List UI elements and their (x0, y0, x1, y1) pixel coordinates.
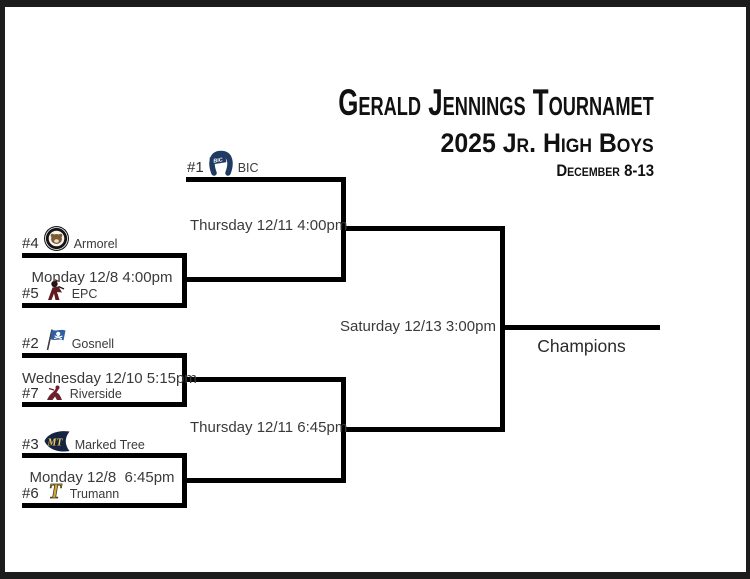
seed-label: #5 (22, 285, 39, 302)
team-name: Marked Tree (74, 437, 145, 452)
semifinal1-time: Thursday 12/11 4:00pm (190, 217, 348, 234)
champion-label: Champions (537, 336, 626, 356)
semifinal2-winner-line (341, 427, 505, 432)
seed-label: #1 (187, 159, 204, 176)
game3-time: Monday 12/8 6:45pm (29, 469, 175, 486)
team-name: Riverside (69, 386, 122, 401)
trumann-seed-line (22, 503, 187, 508)
riverside-seed-line (22, 402, 187, 407)
team-name: Trumann (69, 486, 120, 501)
seed-label: #3 (22, 436, 39, 453)
tournament-dates: December 8-13 (556, 161, 654, 181)
champion-line (500, 325, 660, 330)
bic-seed-line (186, 177, 346, 182)
epc-seed-line (22, 303, 187, 308)
team-armorel: #4 Armorel (22, 225, 117, 252)
gosnell-seed-line (22, 353, 187, 358)
tournament-header: Gerald Jennings Tournamet 2025 Jr. High … (203, 82, 654, 181)
svg-text:T: T (48, 479, 62, 502)
team-bic: #1 BIC BIC (187, 147, 259, 176)
semifinal2-time: Thursday 12/11 6:45pm (190, 419, 348, 436)
game1-time: Monday 12/8 4:00pm (31, 269, 173, 286)
marked-tree-seed-line (22, 453, 187, 458)
riverside-rebel-logo-icon (45, 384, 64, 402)
team-name: Gosnell (71, 336, 115, 351)
seed-label: #6 (22, 485, 39, 502)
trumann-t-logo-icon: T (46, 479, 63, 504)
team-name: BIC (237, 160, 259, 175)
final-time: Saturday 12/13 3:00pm (340, 318, 496, 335)
armorel-circle-logo-icon (43, 225, 70, 252)
seed-label: #7 (22, 385, 39, 402)
tournament-title: Gerald Jennings Tournamet (338, 82, 654, 123)
team-name: EPC (71, 286, 98, 301)
seed-label: #4 (22, 235, 39, 252)
team-marked-tree: #3 MT Marked Tree (22, 427, 145, 453)
game1-winner-line (182, 277, 346, 282)
team-name: Armorel (73, 236, 118, 251)
seed-label: #2 (22, 335, 39, 352)
svg-text:BIC: BIC (213, 157, 224, 165)
team-epc: #5 EPC (22, 279, 97, 302)
marked-tree-arrowhead-logo-icon: MT (43, 430, 71, 453)
game2-time: Wednesday 12/10 5:15pm (22, 370, 197, 387)
armorel-seed-line (22, 253, 187, 258)
team-trumann: #6 T Trumann (22, 479, 120, 504)
game3-winner-line (182, 478, 346, 483)
svg-text:MT: MT (46, 438, 63, 449)
epc-warrior-logo-icon (45, 278, 66, 302)
game2-winner-line (182, 377, 346, 382)
tournament-division: 2025 Jr. High Boys (440, 127, 654, 158)
gosnell-pirate-flag-logo-icon (43, 327, 68, 352)
team-gosnell: #2 Gosnell (22, 327, 114, 352)
semifinal1-winner-line (341, 226, 505, 231)
bic-horseshoe-logo-icon: BIC (208, 148, 234, 176)
team-riverside: #7 Riverside (22, 383, 122, 402)
